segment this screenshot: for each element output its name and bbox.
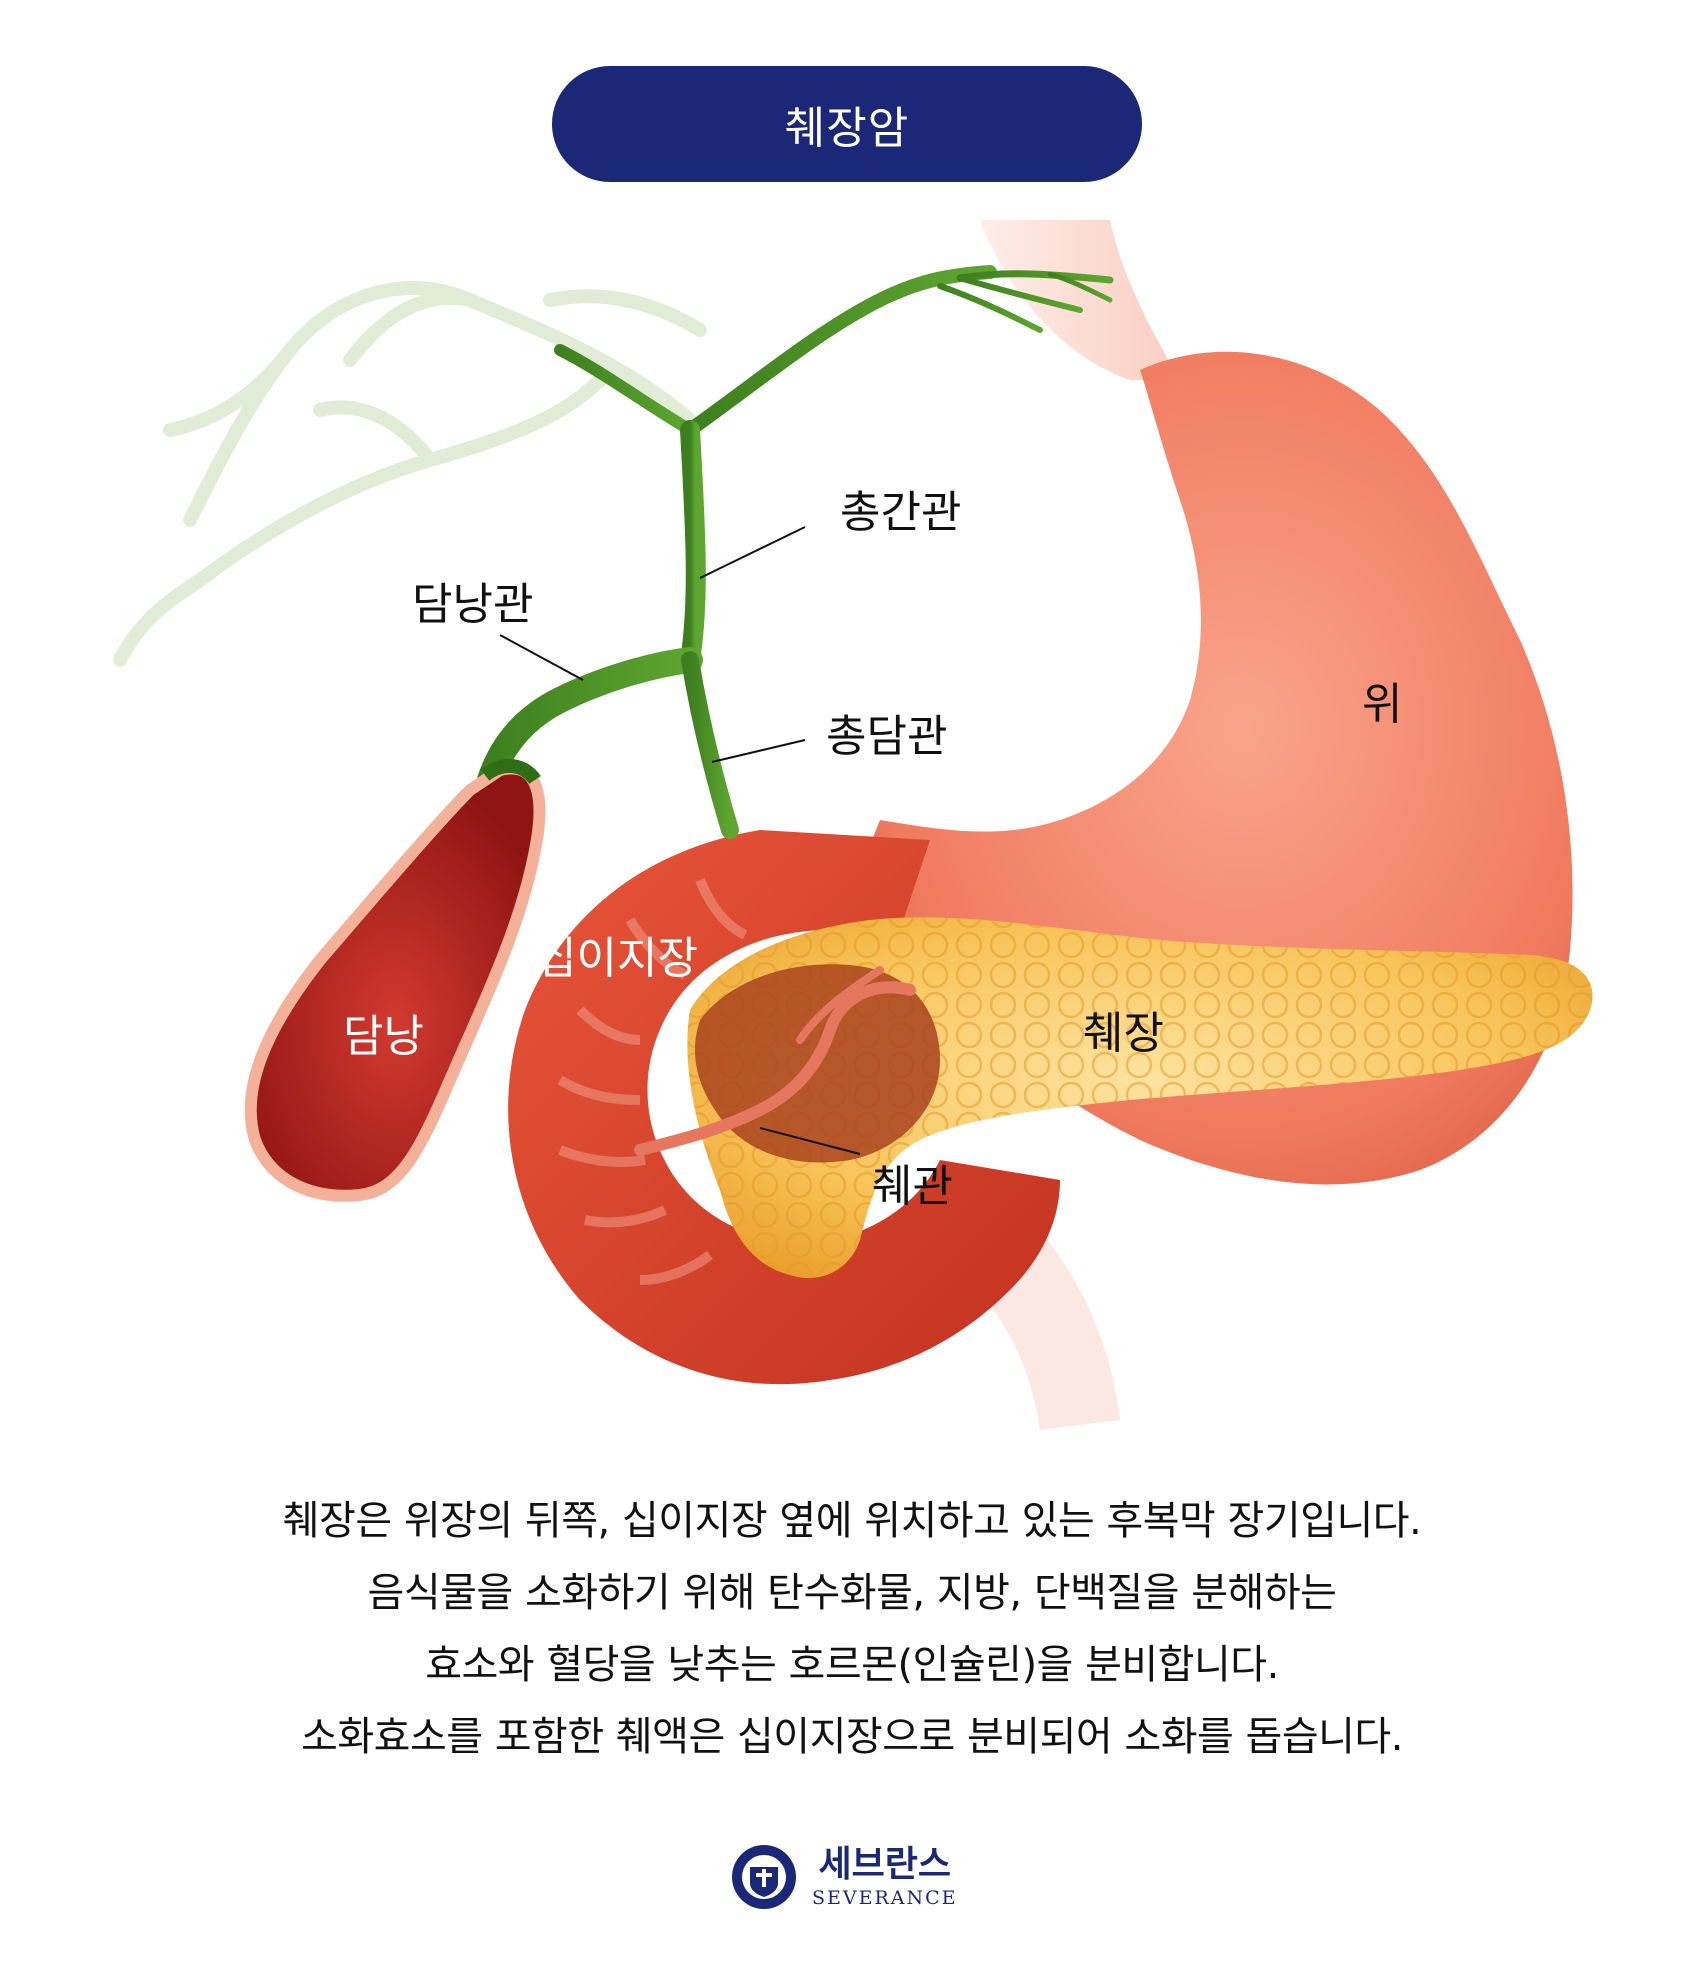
- yonsei-emblem-icon: [732, 1845, 796, 1909]
- esophagus: [980, 220, 1180, 380]
- severance-logo: 세브란스 SEVERANCE: [730, 1843, 958, 1911]
- description-line: 소화효소를 포함한 췌액은 십이지장으로 분비되어 소화를 돕습니다.: [301, 1714, 1403, 1760]
- label-pancreas: 췌장: [1083, 1008, 1164, 1059]
- gallbladder-shape: [244, 762, 546, 1202]
- page-title: 췌장암: [784, 103, 910, 154]
- label-common-bile-duct: 총담관: [826, 711, 948, 762]
- logo-name-english: SEVERANCE: [812, 1886, 958, 1909]
- logo-name-korean: 세브란스: [818, 1843, 952, 1885]
- intrahepatic-ducts: [113, 281, 707, 667]
- label-duodenum: 십이지장: [536, 933, 698, 984]
- gallbladder-duct-end: [480, 759, 541, 785]
- duodenum-shape: [508, 830, 1060, 1385]
- label-stomach: 위: [1362, 679, 1403, 730]
- leader-lines: [499, 526, 861, 1155]
- description-line: 췌장은 위장의 뒤쪽, 십이지장 옆에 위치하고 있는 후복막 장기입니다.: [282, 1498, 1422, 1544]
- title-banner: 췌장암: [552, 66, 1142, 182]
- label-gallbladder: 담낭: [343, 1011, 424, 1062]
- duodenum-folds: [557, 878, 748, 1285]
- description-line: 효소와 혈당을 낮추는 호르몬(인슐린)을 분비합니다.: [425, 1642, 1279, 1688]
- bile-duct-tree: [477, 265, 1114, 839]
- description-line: 음식물을 소화하기 위해 탄수화물, 지방, 단백질을 분해하는: [367, 1570, 1337, 1616]
- label-cystic-duct: 담낭관: [412, 579, 534, 630]
- description-text: 췌장은 위장의 뒤쪽, 십이지장 옆에 위치하고 있는 후복막 장기입니다. 음…: [0, 1485, 1704, 1773]
- pancreatic-duct-branch: [796, 966, 884, 1044]
- label-pancreatic-duct: 췌관: [872, 1161, 953, 1212]
- label-common-hepatic-duct: 총간관: [840, 487, 962, 538]
- pancreatic-duct: [634, 981, 916, 1156]
